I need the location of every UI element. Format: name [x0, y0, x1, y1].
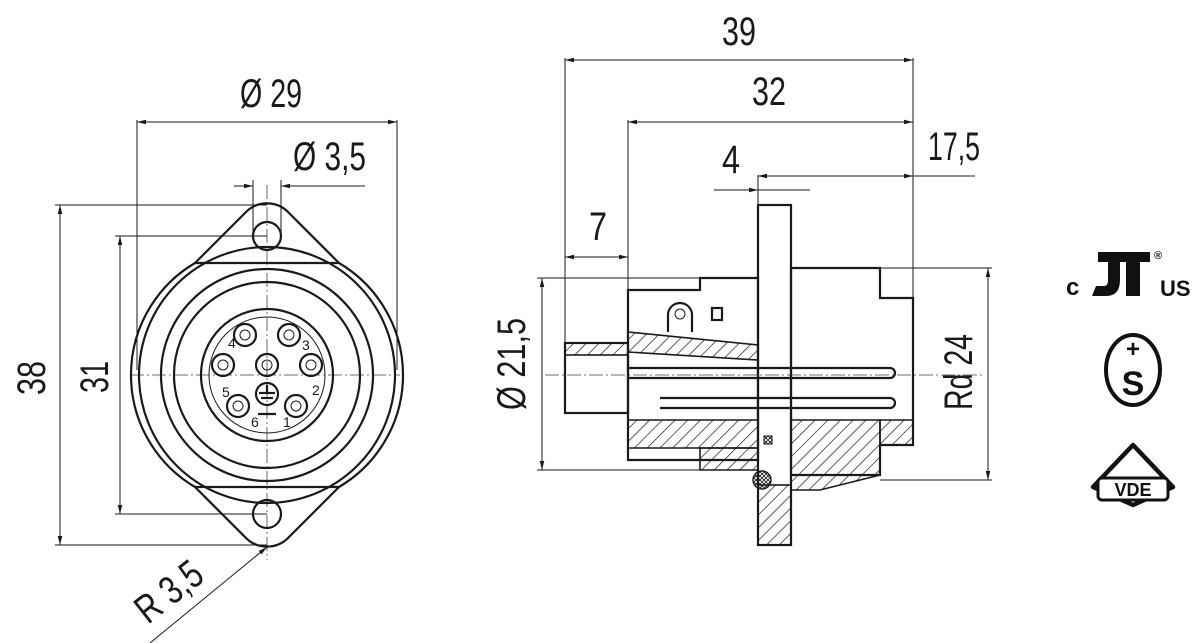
pin-number-2: 2 — [312, 382, 320, 398]
pin-number-6: 6 — [251, 414, 259, 430]
dim-front-offset: 7 — [589, 205, 607, 249]
certification-marks: c ® US + S VDE — [1066, 250, 1191, 508]
dim-overall-length: 39 — [722, 10, 756, 54]
dim-overall-height: 38 — [10, 361, 54, 395]
insert-circle — [199, 307, 335, 443]
dim-body-length: 32 — [752, 70, 786, 114]
cul-prefix: c — [1066, 274, 1079, 301]
dim-flange-thickness: 4 — [722, 138, 740, 182]
dim-front-width: Ø 29 — [240, 72, 302, 116]
side-view: 39 32 4 17,5 7 Ø 21,5 Rd 24 — [490, 10, 992, 547]
dim-rear-length: 17,5 — [928, 125, 980, 169]
pin-number-3: 3 — [302, 337, 310, 353]
vde-mark: VDE — [1090, 442, 1176, 508]
dim-body-diameter: Ø 21,5 — [490, 318, 534, 410]
s-mark-plus: + — [1126, 336, 1140, 363]
cul-us-mark: c ® US — [1066, 250, 1191, 301]
pin-number-5: 5 — [222, 384, 230, 400]
dim-hole-spacing: 31 — [73, 361, 117, 393]
front-view: 1 2 3 4 5 6 Ø 29 Ø 3,5 38 31 R 3,5 — [10, 72, 405, 643]
pin-number-1: 1 — [283, 414, 291, 430]
dim-hole-diameter: Ø 3,5 — [293, 135, 366, 179]
ul-suffix: US — [1160, 276, 1191, 301]
pin-number-4: 4 — [228, 335, 236, 351]
ul-logo-icon — [1092, 252, 1150, 296]
s-mark: + S — [1104, 333, 1162, 407]
vde-label: VDE — [1114, 480, 1151, 500]
s-mark-letter: S — [1122, 365, 1145, 403]
dim-thread: Rd 24 — [937, 334, 981, 410]
dim-corner-radius: R 3,5 — [126, 552, 211, 632]
ul-trademark: ® — [1154, 250, 1162, 262]
earth-pin-icon — [254, 381, 280, 407]
pin-contacts — [210, 322, 324, 419]
body-outer-circle — [137, 245, 397, 505]
